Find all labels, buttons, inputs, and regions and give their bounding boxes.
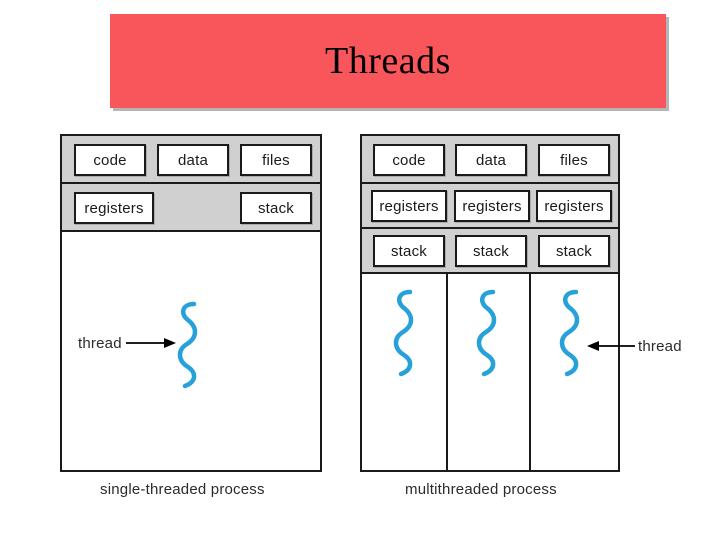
multi-cell-stack-2: stack (455, 235, 527, 267)
single-thread-area: thread (62, 232, 320, 470)
single-cell-stack: stack (240, 192, 312, 224)
thread-squiggle-icon (559, 289, 580, 377)
single-threaded-process-caption: single-threaded process (100, 481, 265, 498)
multi-cell-stack-3: stack (538, 235, 610, 267)
single-threaded-process-frame: code data files registers stack thread (60, 134, 322, 472)
single-cell-code: code (74, 144, 146, 176)
thread-squiggle-icon (393, 289, 414, 377)
multi-cell-files: files (538, 144, 610, 176)
thread-squiggle-icon (476, 289, 497, 377)
multi-cell-registers-3: registers (536, 190, 612, 222)
multi-column-divider-1 (446, 274, 448, 470)
multi-cell-code: code (373, 144, 445, 176)
multi-cell-stack-1: stack (373, 235, 445, 267)
multi-cell-data: data (455, 144, 527, 176)
single-thread-label: thread (78, 335, 122, 352)
multi-cell-registers-2: registers (454, 190, 530, 222)
multithreaded-process-frame: code data files registers registers regi… (360, 134, 620, 472)
single-cell-files: files (240, 144, 312, 176)
page-title: Threads (325, 40, 451, 82)
single-cell-data: data (157, 144, 229, 176)
single-cell-registers: registers (74, 192, 154, 224)
thread-squiggle-icon (177, 301, 198, 389)
single-thread-arrow-icon (126, 338, 176, 348)
multi-column-divider-2 (529, 274, 531, 470)
title-banner: Threads (110, 14, 666, 108)
multi-thread-label: thread (638, 338, 682, 355)
multithreaded-process-caption: multithreaded process (405, 481, 557, 498)
multi-cell-registers-1: registers (371, 190, 447, 222)
multi-thread-arrow-icon (587, 341, 635, 351)
multi-thread-area (362, 274, 618, 470)
